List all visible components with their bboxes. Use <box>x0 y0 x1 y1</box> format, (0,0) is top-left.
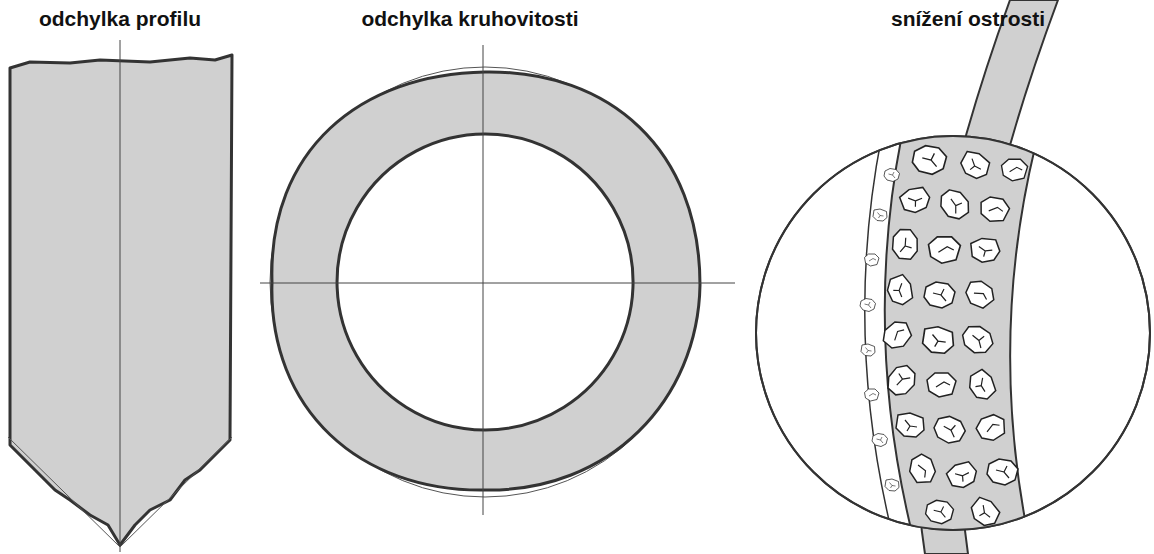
profile-figure <box>8 40 232 552</box>
figure-heading: odchylka profilu <box>39 6 201 31</box>
sharpness-figure <box>756 0 1150 554</box>
figure-heading: odchylka kruhovitosti <box>361 6 578 31</box>
figure-heading: snížení ostrosti <box>891 6 1045 31</box>
roundness-figure <box>260 45 735 515</box>
